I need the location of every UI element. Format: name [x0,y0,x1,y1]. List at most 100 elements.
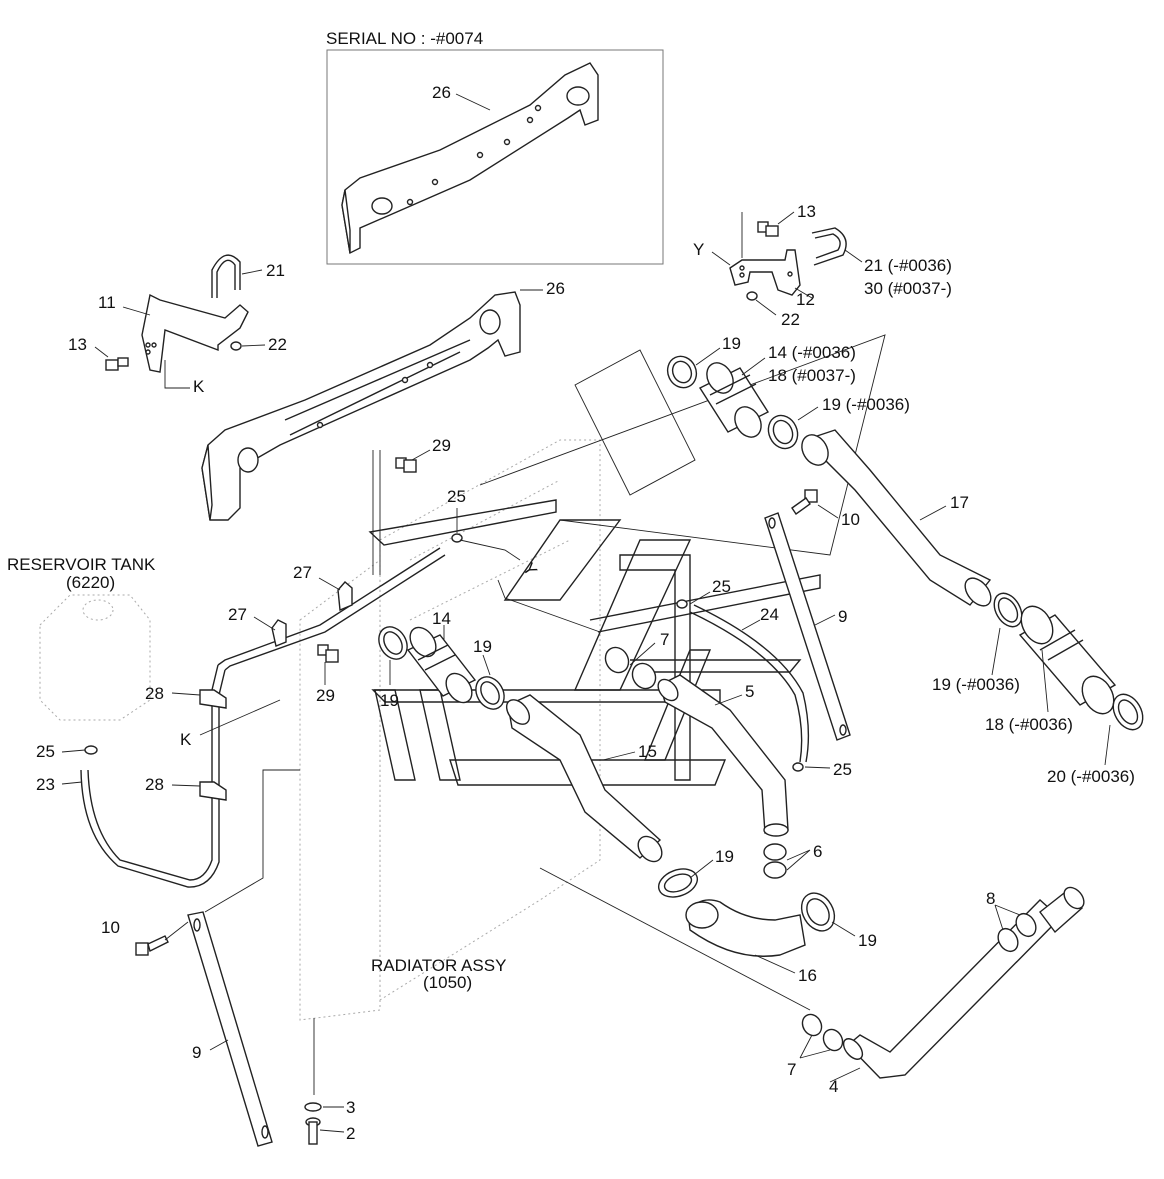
callout-14-a: 14 (-#0036) [768,343,856,362]
leader-5 [714,694,743,706]
leader-27-b [253,616,276,631]
leader-12 [794,287,813,299]
leader-26-inset [455,93,491,111]
bolt-29-b [317,644,339,663]
nut-22-left [230,341,242,351]
leader-8 [994,904,1021,931]
leader-25-b [689,591,711,605]
leader-23 [61,781,83,785]
hose-14-18-upper [698,362,770,438]
leader-21-right [844,249,863,263]
leader-25-d [804,766,831,769]
bracket-11 [141,293,249,373]
stay-9-right [764,512,851,741]
callout-21-right: 21 (-#0036) [864,256,952,275]
leader-y-right [711,251,731,266]
callout-k-left: K [193,377,205,396]
reference-plate [574,349,696,496]
callout-6: 6 [813,842,822,861]
callout-18-a: 18 (#0037-) [768,366,856,385]
leader-7-b [799,1034,831,1059]
leader-19-a [695,347,721,366]
clamp-7-b [801,1013,844,1052]
inset-frame [326,49,664,265]
callout-7-b: 7 [787,1060,796,1079]
bolt-10-left [135,935,169,956]
callout-k-mid: K [180,730,192,749]
hose-24 [689,604,810,763]
washer-3 [304,1102,322,1112]
clamp-19-f [657,868,699,898]
leader-radiator-7 [497,579,601,633]
leader-7-a [629,642,656,666]
leader-29-a [411,449,431,461]
leader-17 [919,505,947,521]
clip-28-a [199,689,227,709]
clamp-19-e [993,592,1023,628]
pipe-15 [505,694,663,863]
callout-19-a: 19 [722,334,741,353]
u-bolt-21-left [211,254,241,298]
callout-19-c: 19 [473,637,492,656]
callout-29-a: 29 [432,436,451,455]
pipe-5 [657,674,789,837]
hose-14-mid [406,626,477,704]
clip-25-d [792,762,804,772]
leader-19-g [831,921,856,937]
callout-13-right: 13 [797,202,816,221]
callout-19-f: 19 [715,847,734,866]
reservoir-tank-ghost [39,594,151,721]
callout-18-b: 18 (-#0036) [985,715,1073,734]
bracket-12 [729,249,801,296]
leader-4 [829,1067,861,1083]
leader-19-c [482,654,491,676]
leader-19-f [689,859,714,879]
clip-25-b [676,599,688,609]
reference-panel [479,334,886,556]
u-bolt-21-right [811,227,847,266]
callout-15: 15 [638,742,657,761]
hose-16 [685,899,806,957]
leader-9-right [814,614,836,626]
bolt-13-left [105,357,129,371]
leader-k-left [164,360,190,389]
leader-15 [602,751,636,761]
leader-24 [741,619,761,631]
callout-20: 20 (-#0036) [1047,767,1135,786]
callout-26-inset: 26 [432,83,451,102]
radiator-assy-name: RADIATOR ASSY [371,956,506,975]
serial-inset: SERIAL NO : -#0074 26 [326,29,664,265]
reservoir-tank-code: (6220) [66,573,115,592]
clamp-20 [1112,693,1144,731]
pipe-overflow [80,547,446,888]
leader-11 [122,306,151,316]
leader-25-c [61,749,86,753]
leader-2 [319,1129,345,1133]
callout-5: 5 [745,682,754,701]
clip-27-b [271,619,287,647]
callout-29-b: 29 [316,686,335,705]
callout-19-b: 19 (-#0036) [822,395,910,414]
clamp-7-a [604,646,657,690]
inset-cover-26 [341,62,599,255]
leader-6 [786,849,811,871]
callout-19-d: 19 [380,691,399,710]
leader-13-right [777,211,795,225]
leader-22-right [755,299,777,316]
leader-radiator-4 [539,867,811,1011]
callout-23: 23 [36,775,55,794]
callout-9-right: 9 [838,607,847,626]
clamp-19-b [767,414,799,450]
leader-28-b [171,784,201,787]
clip-28-b [199,781,227,801]
leader-14-a [741,357,766,376]
leader-y-mid-a [372,450,381,575]
clip-25-a [451,533,463,543]
bolt-13-right [757,221,779,237]
callout-21-left: 21 [266,261,285,280]
callout-19-g: 19 [858,931,877,950]
leader-13-left [94,346,109,358]
clamp-8 [997,912,1037,953]
callout-11: 11 [98,293,116,312]
hose-8-end [1039,886,1085,934]
